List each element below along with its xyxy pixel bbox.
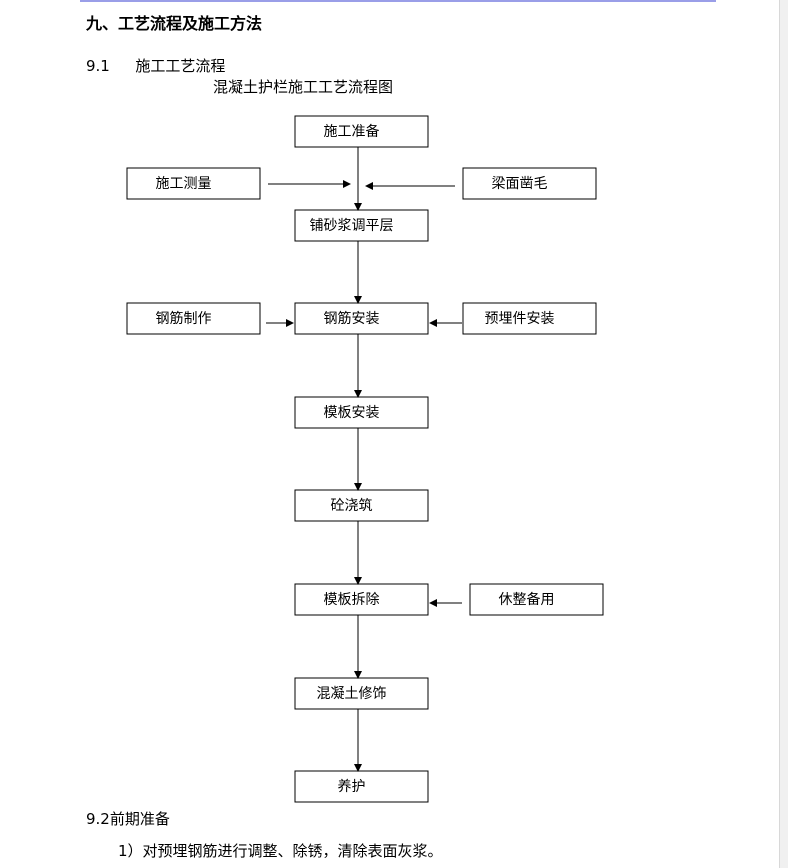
flow-input-2-frame [462,167,597,200]
flow-input-3: 钢筋制作 [126,302,261,335]
flow-step-3-label: 钢筋安装 [324,310,380,327]
flow-step-4-label: 模板安装 [324,405,380,421]
flow-step-7-label: 混凝土修饰 [317,686,387,702]
flow-step-2-frame [294,209,429,242]
flow-input-5-label: 休整备用 [499,591,555,608]
subsection-number: 9.2 [86,810,110,828]
flow-step-3: 钢筋安装 [294,302,429,335]
flow-input-1-frame [126,167,261,200]
subsection-title: 施工工艺流程 [135,57,226,75]
flow-step-1-frame [294,115,429,148]
flow-input-4-label: 预埋件安装 [485,311,555,327]
flow-step-5-frame [294,489,429,522]
subsection-9-1: 9.1 施工工艺流程 [86,55,225,76]
flow-step-5: 砼浇筑 [294,489,429,522]
flow-step-6-frame [294,583,429,616]
flow-step-7-frame [294,677,429,710]
flow-step-2-label: 铺砂浆调平层 [310,218,394,234]
flow-step-8-label: 养护 [338,779,366,795]
flow-step-6-label: 模板拆除 [324,592,380,608]
subsection-9-2: 9.2前期准备 [86,808,170,829]
flow-step-4: 模板安装 [294,396,429,429]
flow-step-1-label: 施工准备 [324,123,380,140]
header-rule [80,0,716,2]
flowchart-title: 混凝土护栏施工工艺流程图 [213,78,394,96]
list-item-1: 1）对预埋钢筋进行调整、除锈，清除表面灰浆。 [118,842,443,860]
flow-input-2-label: 梁面凿毛 [492,176,548,192]
subsection-number: 9.1 [86,57,110,75]
section-heading: 九、工艺流程及施工方法 [86,14,263,33]
flow-step-3-frame [294,302,429,335]
flow-input-4: 预埋件安装 [462,302,597,335]
flow-step-8: 养护 [294,770,429,803]
scrollbar[interactable] [779,0,788,868]
flow-step-1: 施工准备 [294,115,429,148]
flow-step-5-label: 砼浇筑 [331,498,373,514]
flow-input-3-label: 钢筋制作 [156,310,212,327]
flow-input-3-frame [126,302,261,335]
flow-input-5-frame [469,583,604,616]
flow-input-5: 休整备用 [469,583,604,616]
subsection-title: 前期准备 [109,810,170,828]
flow-input-1-label: 施工测量 [156,176,212,192]
flow-step-7: 混凝土修饰 [294,677,429,710]
flow-input-4-frame [462,302,597,335]
flow-step-2: 铺砂浆调平层 [294,209,429,242]
flow-step-6: 模板拆除 [294,583,429,616]
flow-input-1: 施工测量 [126,167,261,200]
flow-step-4-frame [294,396,429,429]
flow-input-2: 梁面凿毛 [462,167,597,200]
